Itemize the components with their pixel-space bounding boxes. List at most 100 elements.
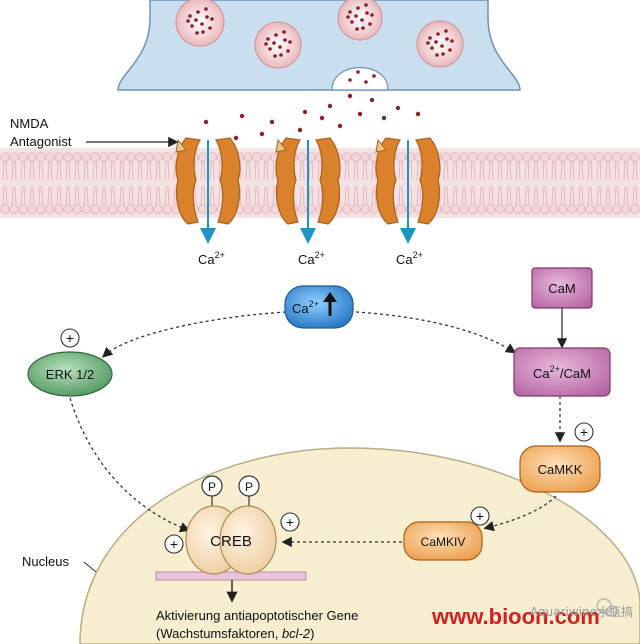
channel-subunit-left [175,137,201,225]
neurotransmitter-dot [278,45,282,49]
camkiv-node: CaMKIV [403,521,483,561]
activation-plus-icon: + [60,328,80,348]
postsynaptic-membrane [0,148,640,218]
ca-increase-label: Ca2+ [292,299,319,316]
neurotransmitter-dot [286,49,290,53]
svg-text:+: + [580,424,588,440]
neurotransmitter-dot [201,30,205,34]
neurotransmitter-dot [381,115,387,121]
neurotransmitter-dot [441,52,445,56]
channel-subunit-right [415,137,441,225]
neurotransmitter-dot [444,29,448,33]
neurotransmitter-dot [356,70,360,74]
neurotransmitter-dot [355,27,359,31]
neurotransmitter-dot [354,14,358,18]
arrow-ca-to-cacam [355,311,517,354]
neurotransmitter-dot [288,40,292,44]
neurotransmitter-dot [186,19,190,23]
neurotransmitter-dot [365,11,369,15]
creb-label: CREB [210,533,252,550]
creb-dimer: CREB P P [185,475,277,575]
pathway-arrows [69,311,566,548]
neurotransmitter-dot [350,20,354,24]
phosphate-label: P [208,480,216,494]
neurotransmitter-in-vesicles [186,3,454,84]
neurotransmitter-dot [268,47,272,51]
ca-influx-labels: Ca2+ Ca2+ Ca2+ [198,250,423,267]
channel-subunit-left [375,137,401,225]
ca-increase-node: Ca2+ [284,285,354,329]
nmda-channel [375,137,441,244]
antagonist-label-line2: Antagonist [10,134,72,149]
neurotransmitter-dot [204,7,208,11]
neurotransmitter-dot [283,38,287,42]
neurotransmitter-dot [274,33,278,37]
neurotransmitter-dot [239,113,245,119]
neurotransmitter-dot [364,3,368,7]
nucleus-label: Nucleus [22,554,69,569]
neurotransmitter-dot [208,26,212,30]
neurotransmitter-dot [450,39,454,43]
vesicle [416,20,464,68]
neurotransmitter-dot [360,18,364,22]
neurotransmitter-dot [435,53,439,57]
antagonist-binding-site [375,138,387,153]
activation-plus-icon: + [574,422,594,442]
neurotransmitter-dot [440,44,444,48]
neurotransmitter-dot [372,74,376,78]
nmda-receptor-channels [175,137,441,244]
up-arrow-icon [323,292,337,316]
neurotransmitter-dot [368,22,372,26]
neurotransmitter-dot [200,22,204,26]
neurotransmitter-dot [279,53,283,57]
cam-node: CaM [531,267,593,309]
neurotransmitter-dot [356,6,360,10]
creb-subunit-right [219,505,277,575]
dna-strand [155,571,307,581]
neurotransmitter-dot [196,10,200,14]
neurotransmitter-dot [194,18,198,22]
neurotransmitter-dot [361,26,365,30]
svg-text:+: + [66,330,74,346]
nmda-channel [275,137,341,244]
neurotransmitter-dot [188,14,192,18]
neurotransmitter-dot [233,135,239,141]
erk-label: ERK 1/2 [46,367,94,382]
antagonist-label-line1: NMDA [10,116,49,131]
arrow-ca-to-erk [102,311,287,358]
neurotransmitter-dot [282,30,286,34]
neurotransmitter-dot [369,97,375,103]
neurotransmitter-dot [395,105,401,111]
camkk-node: CaMKK [519,445,601,493]
neurotransmitter-dot [319,115,325,121]
ca-influx-label: Ca2+ [298,250,325,267]
neurotransmitter-dot [259,131,265,137]
vesicle [175,0,225,47]
neurotransmitter-dot [364,80,368,84]
svg-text:+: + [476,508,484,524]
neurotransmitter-dot [195,31,199,35]
activation-plus-icon: + [470,506,490,526]
camkk-label: CaMKK [538,462,583,477]
phosphate-left: P [201,475,223,497]
vesicle [254,21,302,69]
ca-influx-label: Ca2+ [198,250,225,267]
neurotransmitter-dot [203,119,209,125]
neurotransmitter-dot [273,54,277,58]
wechat-icon [596,598,618,617]
neurotransmitter-dot [346,15,350,19]
release-pocket [331,67,389,91]
neurotransmitter-dot [272,41,276,45]
neurotransmitter-dot [428,36,432,40]
ca-cam-label: Ca2+/CaM [533,364,591,381]
neurotransmitter-dot [210,17,214,21]
antagonist-binding-site [275,138,287,153]
neurotransmitter-dot [370,13,374,17]
neurotransmitter-dot [430,46,434,50]
arrow-erk-to-creb [69,397,191,533]
channel-subunit-right [315,137,341,225]
released-neurotransmitter [203,93,421,141]
neurotransmitter-dot [297,127,303,133]
